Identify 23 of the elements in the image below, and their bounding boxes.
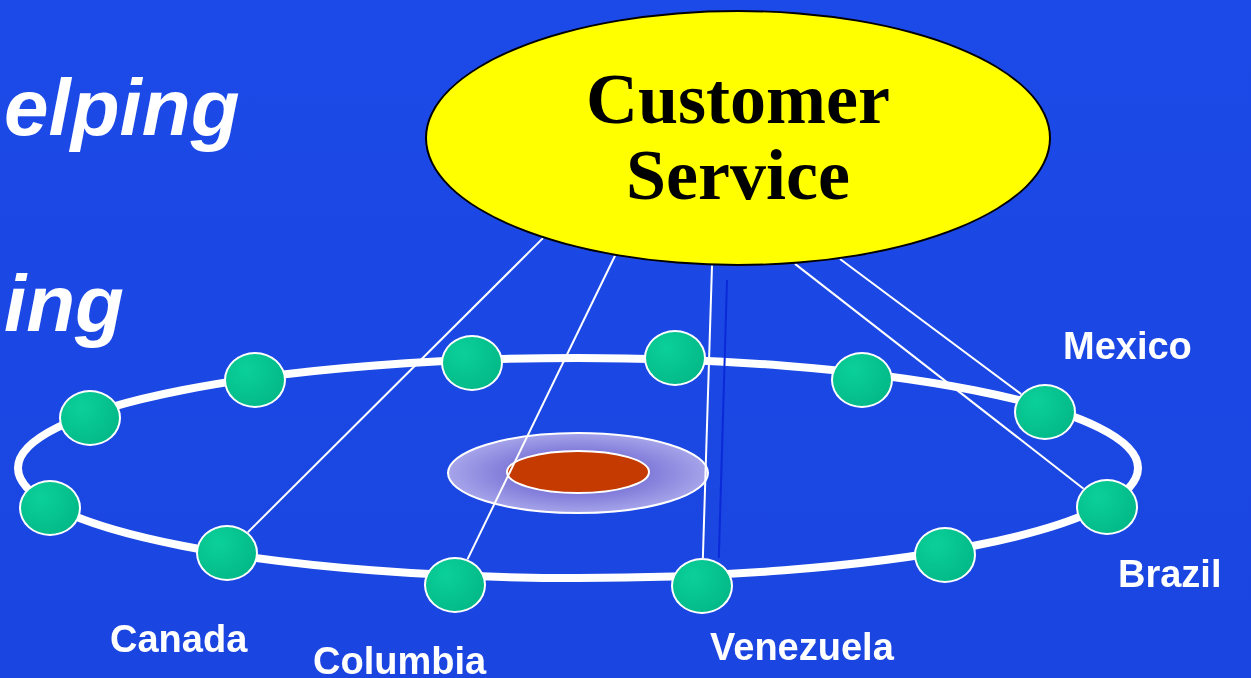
connector-line bbox=[246, 237, 544, 534]
node-circle bbox=[196, 525, 258, 581]
node-circle bbox=[1014, 384, 1076, 440]
country-label: Canada bbox=[110, 618, 248, 661]
country-label: Venezuela bbox=[710, 626, 894, 669]
node-circle bbox=[441, 335, 503, 391]
node-circle bbox=[224, 352, 286, 408]
connector-line bbox=[701, 264, 713, 559]
country-label: Mexico bbox=[1063, 325, 1192, 368]
node-circle bbox=[644, 330, 706, 386]
connector-line bbox=[839, 258, 1023, 396]
heading-fragment: ing bbox=[3, 258, 125, 350]
heading-fragment: elping bbox=[3, 62, 241, 154]
node-circle bbox=[19, 480, 81, 536]
connector-line bbox=[717, 278, 728, 559]
country-label: Brazil bbox=[1118, 553, 1222, 596]
connector-line bbox=[466, 254, 616, 561]
country-label: Columbia bbox=[313, 640, 487, 678]
node-circle bbox=[1076, 479, 1138, 535]
node-circle bbox=[914, 527, 976, 583]
ellipse-title: Customer Service bbox=[585, 62, 891, 214]
node-circle bbox=[831, 352, 893, 408]
node-circle bbox=[59, 390, 121, 446]
